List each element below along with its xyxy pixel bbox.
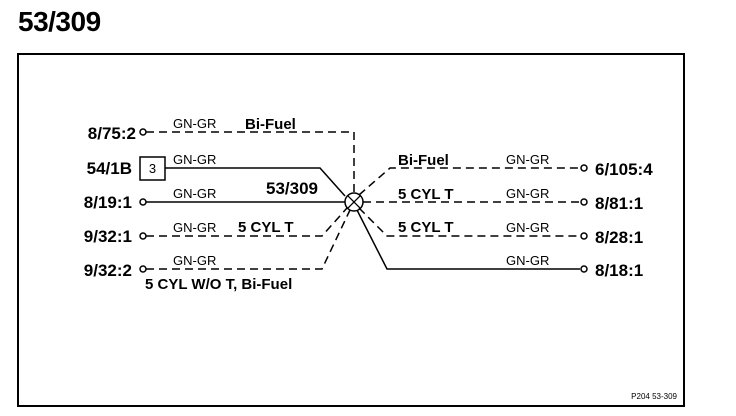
connector-label-9-32-2: 9/32:2 xyxy=(84,261,132,280)
wire-color-9-32-2: GN-GR xyxy=(173,253,216,268)
splice-label: 53/309 xyxy=(266,179,318,198)
variant-8-75-2: Bi-Fuel xyxy=(245,116,296,133)
terminal-9-32-2 xyxy=(139,265,147,273)
connector-label-9-32-1: 9/32:1 xyxy=(84,227,132,246)
wire-9-32-1 xyxy=(146,207,348,237)
connector-box-number: 3 xyxy=(149,161,156,176)
wire-color-9-32-1: GN-GR xyxy=(173,220,216,235)
wire-color-54-1b: GN-GR xyxy=(173,152,216,167)
wire-color-8-81-1: GN-GR xyxy=(506,186,549,201)
connector-label-54-1b: 54/1B xyxy=(87,159,132,178)
wire-8-75-2 xyxy=(146,131,355,196)
page-title: 53/309 xyxy=(18,6,101,37)
connector-label-8-75-2: 8/75:2 xyxy=(88,124,136,143)
wire-color-6-105-4: GN-GR xyxy=(506,152,549,167)
variant-8-28-1: 5 CYL T xyxy=(398,219,454,236)
wire-6-105-4 xyxy=(358,167,580,196)
wire-8-18-1 xyxy=(356,209,580,270)
diagram-frame xyxy=(17,53,685,407)
wire-color-8-18-1: GN-GR xyxy=(506,253,549,268)
wire-54-1b xyxy=(165,167,346,197)
variant-6-105-4: Bi-Fuel xyxy=(398,152,449,169)
connector-label-8-18-1: 8/18:1 xyxy=(595,261,643,280)
variant-8-81-1: 5 CYL T xyxy=(398,186,454,203)
wire-9-32-2 xyxy=(146,209,351,270)
wire-color-8-28-1: GN-GR xyxy=(506,220,549,235)
connector-label-8-28-1: 8/28:1 xyxy=(595,228,643,247)
wire-8-28-1 xyxy=(358,207,580,237)
wire-color-8-19-1: GN-GR xyxy=(173,186,216,201)
terminal-8-81-1 xyxy=(580,198,588,206)
terminal-8-18-1 xyxy=(580,265,588,273)
terminal-8-75-2 xyxy=(139,128,147,136)
splice-cross-b xyxy=(347,195,361,209)
terminal-8-19-1 xyxy=(139,198,147,206)
terminal-9-32-1 xyxy=(139,232,147,240)
connector-label-6-105-4: 6/105:4 xyxy=(595,160,653,179)
terminal-8-28-1 xyxy=(580,232,588,240)
variant-9-32-1: 5 CYL T xyxy=(238,219,294,236)
connector-label-8-81-1: 8/81:1 xyxy=(595,194,643,213)
connector-label-8-19-1: 8/19:1 xyxy=(84,193,132,212)
wire-color-8-75-2: GN-GR xyxy=(173,116,216,131)
footer-reference: P204 53-309 xyxy=(631,392,677,401)
terminal-6-105-4 xyxy=(580,164,588,172)
variant-9-32-2: 5 CYL W/O T, Bi-Fuel xyxy=(145,276,292,293)
